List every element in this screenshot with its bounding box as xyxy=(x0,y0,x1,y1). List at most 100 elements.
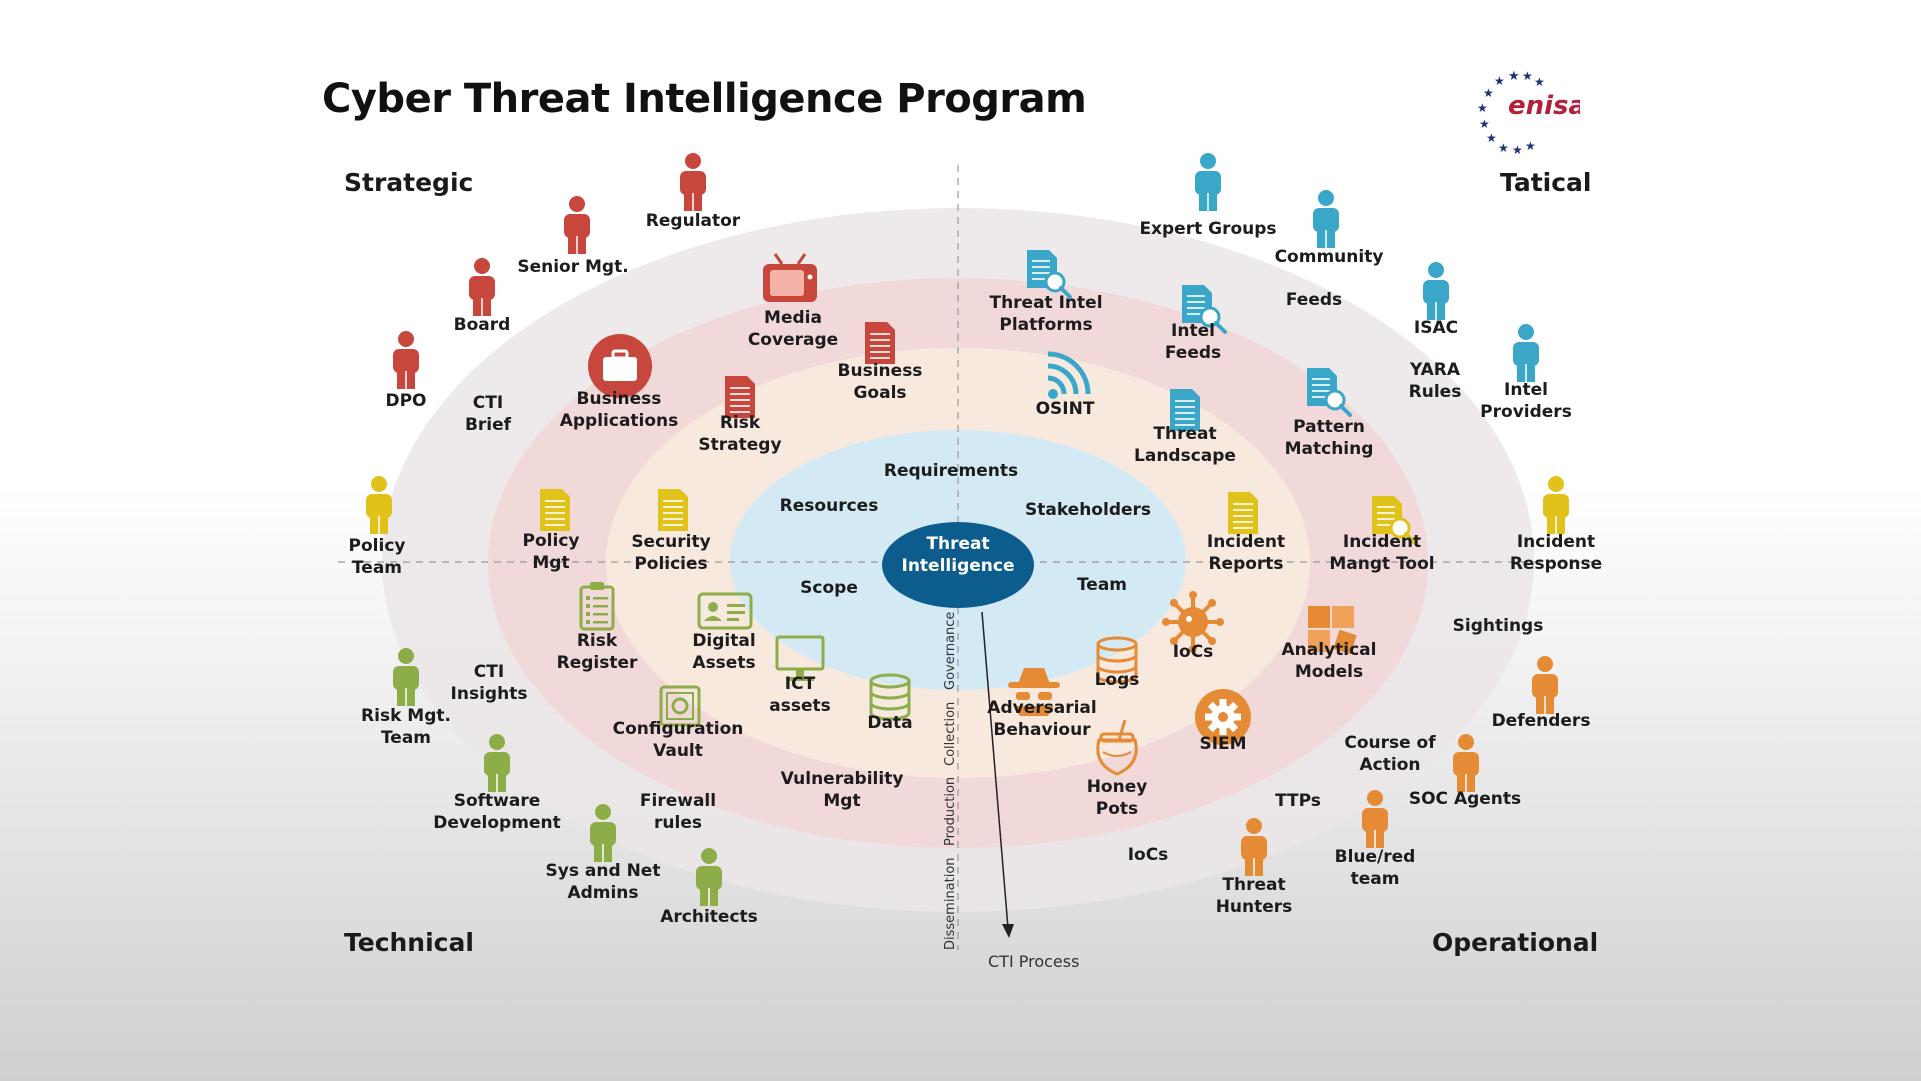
label-sys-net-admins: Sys and Net Admins xyxy=(545,861,661,903)
rss-icon xyxy=(1047,351,1091,399)
cti-process-label: CTI Process xyxy=(988,952,1080,971)
label-intel-feeds: Intel Feeds xyxy=(1164,321,1222,363)
document-search-icon xyxy=(1307,368,1352,417)
label-expert-groups: Expert Groups xyxy=(1139,219,1277,239)
spy-icon xyxy=(1008,668,1060,716)
label-siem: SIEM xyxy=(1199,734,1247,754)
label-business-goals: Business Goals xyxy=(837,361,923,403)
label-incident-response: Incident Response xyxy=(1509,532,1603,574)
document-search-icon xyxy=(1182,285,1227,334)
label-policy-team: Policy Team xyxy=(348,536,406,578)
person-icon-community xyxy=(1313,190,1339,248)
label-firewall-rules: Firewall rules xyxy=(639,791,717,833)
svg-text:★: ★ xyxy=(1486,131,1497,145)
logo-text: enisa xyxy=(1508,91,1580,121)
label-team: Team xyxy=(1076,575,1128,595)
label-pattern-matching: Pattern Matching xyxy=(1284,417,1374,459)
person-icon-blue-red-team xyxy=(1362,790,1388,848)
stage-dissemination: Dissemination xyxy=(943,857,958,950)
person-icon-software-development xyxy=(484,734,510,792)
svg-text:★: ★ xyxy=(1522,69,1533,83)
person-icon-defenders xyxy=(1532,656,1558,714)
svg-text:★: ★ xyxy=(1512,143,1523,157)
database-icon xyxy=(1096,636,1138,684)
honey-pot-icon xyxy=(1096,719,1138,776)
label-isac: ISAC xyxy=(1413,318,1459,338)
stage-collection: Collection xyxy=(943,701,958,766)
monitor-icon xyxy=(775,635,825,681)
briefcase-icon xyxy=(588,334,652,398)
label-incident-reports: Incident Reports xyxy=(1206,532,1286,574)
puzzle-icon xyxy=(1308,606,1357,655)
label-iocs-inner: IoCs xyxy=(1172,642,1214,662)
gear-icon xyxy=(1195,689,1251,745)
document-icon xyxy=(658,489,688,531)
label-risk-register: Risk Register xyxy=(556,631,638,673)
label-soc-agents: SOC Agents xyxy=(1408,789,1522,809)
cti-process-arrow xyxy=(981,611,1009,929)
label-ict-assets: ICT assets xyxy=(769,674,831,716)
label-osint: OSINT xyxy=(1035,399,1095,419)
label-cti-brief: CTI Brief xyxy=(464,393,512,435)
label-community: Community xyxy=(1274,247,1384,267)
label-media-coverage: Media Coverage xyxy=(747,308,839,350)
label-vulnerability-mgt: Vulnerability Mgt xyxy=(780,769,904,811)
enisa-logo: ★ ★ ★ ★ ★ ★ ★ ★ ★ ★ ★ enisa xyxy=(1477,69,1580,157)
svg-text:★: ★ xyxy=(1483,86,1494,100)
label-analytical-models: Analytical Models xyxy=(1281,640,1377,682)
label-threat-intel-platforms: Threat Intel Platforms xyxy=(989,293,1103,335)
virus-icon xyxy=(1162,591,1224,653)
label-iocs-outer: IoCs xyxy=(1127,845,1169,865)
label-policy-mgt: Policy Mgt xyxy=(522,531,580,573)
icons-layer xyxy=(540,250,1417,776)
label-risk-strategy: Risk Strategy xyxy=(698,413,782,455)
label-configuration-vault: Configuration Vault xyxy=(612,719,744,761)
label-board: Board xyxy=(453,315,511,335)
label-business-applications: Business Applications xyxy=(559,389,679,431)
label-risk-mgt-team: Risk Mgt. Team xyxy=(361,706,451,748)
person-icon-isac xyxy=(1423,262,1449,320)
label-yara-rules: YARA Rules xyxy=(1408,360,1462,402)
label-honey-pots: Honey Pots xyxy=(1086,777,1148,819)
person-icon-board xyxy=(469,258,495,316)
vault-icon xyxy=(659,685,701,727)
quadrant-strategic: Strategic xyxy=(344,168,474,197)
svg-text:★: ★ xyxy=(1498,141,1509,155)
label-senior-mgt: Senior Mgt. xyxy=(517,257,629,277)
label-incident-mangt-tool: Incident Mangt Tool xyxy=(1329,532,1435,574)
label-adversarial-behaviour: Adversarial Behaviour xyxy=(987,698,1097,740)
label-digital-assets: Digital Assets xyxy=(692,631,756,673)
clipboard-icon xyxy=(579,582,615,631)
persons-layer xyxy=(366,153,1569,906)
person-icon-policy-team xyxy=(366,476,392,534)
person-icon-risk-mgt-team xyxy=(393,648,419,706)
quadrant-operational: Operational xyxy=(1432,928,1599,957)
svg-text:★: ★ xyxy=(1508,69,1520,84)
label-threat-landscape: Threat Landscape xyxy=(1134,424,1236,466)
svg-text:★: ★ xyxy=(1479,117,1490,131)
cti-process-arrowhead xyxy=(1002,924,1014,938)
center-node xyxy=(882,522,1034,608)
database-icon xyxy=(869,673,911,721)
label-defenders: Defenders xyxy=(1491,711,1591,731)
label-security-policies: Security Policies xyxy=(631,532,711,574)
quadrant-technical: Technical xyxy=(344,928,474,957)
person-icon-soc-agents xyxy=(1453,734,1479,792)
label-dpo: DPO xyxy=(385,391,427,411)
svg-text:★: ★ xyxy=(1494,74,1505,88)
label-course-of-action: Course of Action xyxy=(1344,733,1436,775)
eu-stars-icon: ★ ★ ★ ★ ★ ★ ★ ★ ★ ★ ★ xyxy=(1477,69,1545,157)
document-icon xyxy=(1170,389,1200,431)
person-icon-dpo xyxy=(393,331,419,389)
document-search-icon xyxy=(1027,250,1072,299)
label-logs: Logs xyxy=(1094,670,1140,690)
document-search-icon xyxy=(1372,496,1417,545)
label-intel-providers: Intel Providers xyxy=(1480,380,1572,422)
svg-text:★: ★ xyxy=(1525,139,1536,153)
svg-text:★: ★ xyxy=(1477,101,1488,115)
label-ttps: TTPs xyxy=(1275,791,1321,811)
person-icon-regulator xyxy=(680,153,706,211)
stage-production: Production xyxy=(943,776,958,846)
label-architects: Architects xyxy=(660,907,758,927)
